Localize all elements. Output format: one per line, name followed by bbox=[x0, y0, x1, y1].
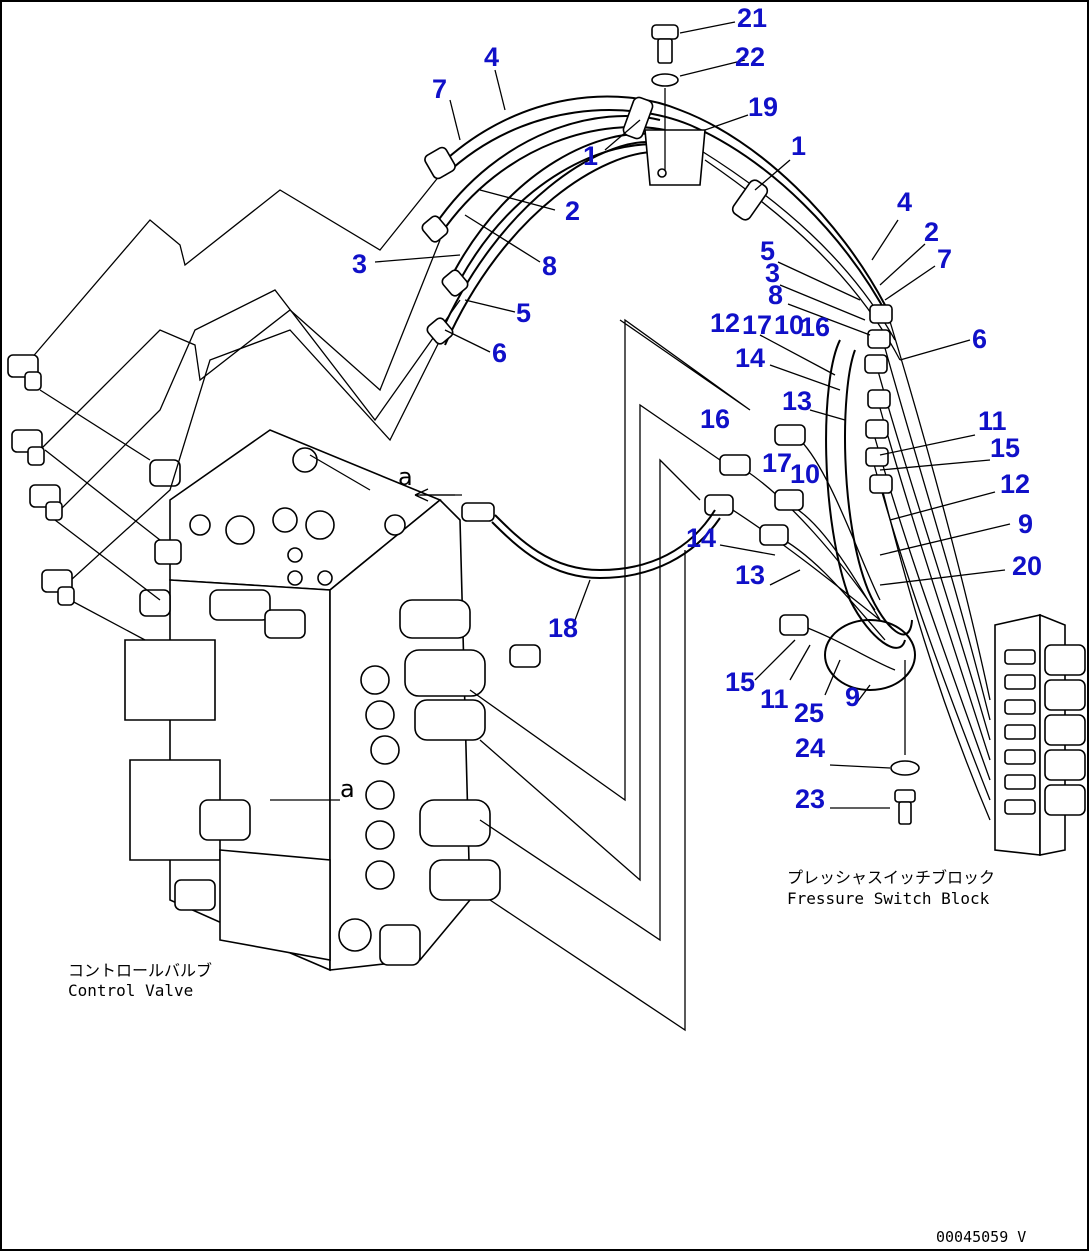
left-fittings bbox=[7, 354, 75, 606]
callout-3: 3 bbox=[352, 249, 367, 279]
callout-9: 9 bbox=[1018, 509, 1033, 539]
callout-16: 16 bbox=[800, 312, 830, 342]
callout-14: 14 bbox=[735, 343, 765, 373]
callout-22: 22 bbox=[735, 42, 765, 72]
callout-7: 7 bbox=[432, 74, 447, 104]
hose-18 bbox=[420, 494, 721, 580]
leader-lines-mid bbox=[270, 318, 751, 1032]
callout-10: 10 bbox=[774, 310, 804, 340]
callout-11: 11 bbox=[760, 684, 789, 714]
connection-label-a: a bbox=[340, 775, 355, 803]
pressure-switch-block-label-en: Fressure Switch Block bbox=[787, 889, 990, 908]
callout-15: 15 bbox=[725, 667, 755, 697]
upper-hose-bundle bbox=[421, 24, 901, 361]
callout-20: 20 bbox=[1012, 551, 1042, 581]
callout-8: 8 bbox=[542, 251, 557, 281]
callout-16: 16 bbox=[700, 404, 730, 434]
callout-4: 4 bbox=[484, 42, 499, 72]
callout-17: 17 bbox=[762, 448, 792, 478]
leader-lines-left bbox=[29, 174, 461, 641]
callout-12: 12 bbox=[710, 308, 740, 338]
drawing-code: 00045059 V bbox=[936, 1228, 1026, 1246]
callout-2: 2 bbox=[565, 196, 580, 226]
callout-7: 7 bbox=[937, 244, 952, 274]
control-valve-label-jp: コントロールバルブ bbox=[68, 961, 212, 980]
callout-12: 12 bbox=[1000, 469, 1030, 499]
control-valve bbox=[124, 429, 541, 972]
control-valve-label-en: Control Valve bbox=[68, 981, 193, 1000]
callout-14: 14 bbox=[686, 523, 716, 553]
callout-10: 10 bbox=[790, 459, 820, 489]
callout-15: 15 bbox=[990, 433, 1020, 463]
callout-17: 17 bbox=[742, 310, 772, 340]
callout-6: 6 bbox=[972, 324, 987, 354]
callout-5: 5 bbox=[516, 298, 531, 328]
arrow-a-icon bbox=[414, 488, 455, 502]
callout-1: 1 bbox=[791, 131, 806, 161]
callout-3: 3 bbox=[765, 258, 780, 288]
callout-2: 2 bbox=[924, 217, 939, 247]
callout-6: 6 bbox=[492, 338, 507, 368]
callout-8: 8 bbox=[768, 280, 783, 310]
callout-leaders bbox=[374, 21, 1011, 809]
callout-11: 11 bbox=[978, 406, 1007, 436]
right-hose-bundle bbox=[704, 304, 991, 825]
callout-21: 21 bbox=[737, 3, 767, 33]
arrow-label-a: a bbox=[398, 463, 413, 491]
callout-4: 4 bbox=[897, 187, 912, 217]
callout-23: 23 bbox=[795, 784, 825, 814]
pressure-switch-block-label-jp: プレッシャスイッチブロック bbox=[787, 868, 995, 887]
pressure-switch-block bbox=[994, 613, 1086, 856]
callout-13: 13 bbox=[735, 560, 765, 590]
callout-1: 1 bbox=[583, 141, 598, 171]
callout-18: 18 bbox=[548, 613, 578, 643]
callouts: 21 22 19 1 1 4 7 2 3 8 5 6 4 2 7 5 3 8 1… bbox=[352, 3, 1042, 814]
callout-24: 24 bbox=[795, 733, 825, 763]
callout-25: 25 bbox=[794, 698, 824, 728]
callout-19: 19 bbox=[748, 92, 778, 122]
callout-9: 9 bbox=[845, 682, 860, 712]
callout-5: 5 bbox=[760, 236, 775, 266]
callout-13: 13 bbox=[782, 386, 812, 416]
